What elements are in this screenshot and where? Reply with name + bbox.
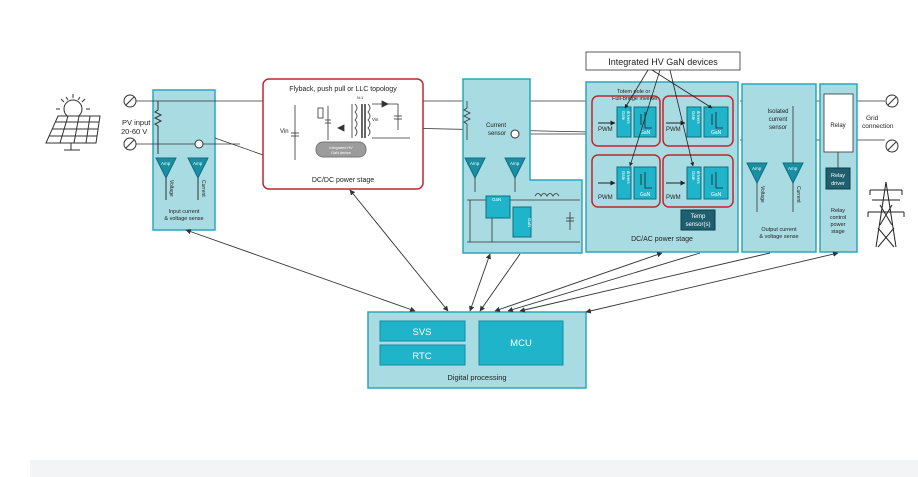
grid-label-2: connection (862, 123, 894, 130)
dcdc-vin-label: Vin (280, 129, 289, 135)
gan-label-3: GaN (640, 192, 651, 198)
dcac-stage-label: DC/AC power stage (631, 236, 693, 243)
pwm-label-3: PWM (598, 195, 613, 201)
drivers-label-2: drivers (696, 111, 701, 124)
pv-input-range: 20-60 V (121, 127, 147, 136)
rtc-label: RTC (412, 351, 431, 362)
pwm-label-1: PWM (598, 127, 613, 133)
control-arrows (185, 189, 839, 314)
relay-label: Relay (830, 123, 845, 129)
dcdc-circuit (291, 100, 410, 160)
cs-amp-label-2: Amp (510, 161, 520, 166)
dcac-topology-line2: Full-bridge inverter (612, 96, 658, 102)
dcdc-turns-ratio: N:1 (357, 95, 364, 100)
dcdc-topology-label: Flyback, push pull or LLC topology (289, 86, 397, 93)
current-sensor-block: Current sensor Amp Amp GaN GaN (462, 78, 583, 254)
solar-panel-icon (45, 94, 101, 151)
pv-input-label: PV input (122, 118, 151, 127)
input-sense-title-2: & voltage sense (164, 216, 203, 222)
grid-label-1: Grid (866, 115, 879, 122)
input-amp-label-2: Amp (193, 161, 203, 166)
gate-label-4: Gate (691, 171, 696, 181)
drivers-label-3: drivers (626, 171, 631, 184)
gan-cell-bottom-left: PWM Gate drivers GaN (591, 154, 661, 208)
gan-cell-top-right: PWM Gate drivers GaN (662, 95, 734, 147)
pwm-label-2: PWM (666, 127, 681, 133)
input-amp-label-1: Amp (161, 161, 171, 166)
relay-driver-line1: Relay (831, 173, 845, 179)
output-sense-title-1: Output current (761, 227, 797, 233)
drivers-label-1: drivers (626, 111, 631, 124)
grid-terminal-1 (885, 94, 899, 108)
dcdc-stage-label: DC/DC power stage (312, 177, 374, 184)
out-voltage-label: Voltage (759, 186, 765, 203)
digital-processing-block: SVS RTC MCU Digital processing (367, 311, 587, 389)
relay-block: Relay Relay driver Relay control power s… (819, 83, 858, 253)
gate-label-3: Gate (621, 171, 626, 181)
gan-callout-label: Integrated HV GaN devices (608, 57, 718, 67)
output-sense-block: Isolated current sensor Amp Amp Voltage … (741, 83, 817, 253)
relay-title-3: power (831, 222, 846, 228)
output-sense-title-2: & voltage sense (759, 234, 798, 240)
gan-callout: Integrated HV GaN devices (585, 51, 741, 167)
input-current-label: Current (200, 180, 206, 197)
iso-sensor-line1: Isolated (767, 109, 788, 115)
input-sense-title-1: Input current (169, 209, 200, 215)
input-voltage-label: Voltage (168, 180, 174, 197)
gan-cell-bottom-right: PWM Gate drivers GaN (662, 154, 734, 208)
dcdc-vout-label: Vin (372, 117, 379, 122)
gan-label-2: GaN (711, 130, 722, 136)
temp-sensor-box: Temp sensor(s) (680, 209, 716, 231)
relay-title-1: Relay (831, 208, 845, 214)
temp-sensor-line1: Temp (691, 214, 706, 220)
dcdc-stage-block: Flyback, push pull or LLC topology DC/DC… (262, 78, 424, 190)
input-sense-block: Amp Amp Voltage Current Input current & … (152, 89, 216, 231)
transmission-tower-icon (867, 181, 905, 248)
relay-driver-line2: driver (831, 181, 845, 187)
drivers-label-4: drivers (696, 171, 701, 184)
cs-gan-label-1: GaN (492, 197, 501, 202)
out-amp-label-1: Amp (752, 166, 762, 171)
footer-band (30, 460, 918, 477)
relay-title-4: stage (831, 229, 844, 235)
gan-label-1: GaN (640, 130, 651, 136)
gate-label-1: Gate (621, 111, 626, 121)
svs-label: SVS (412, 327, 431, 338)
iso-sensor-line2: current (769, 117, 788, 123)
dcdc-gan-module-line2: GaN device (331, 151, 351, 155)
temp-sensor-line2: sensor(s) (685, 222, 710, 228)
pv-terminal-negative (123, 137, 137, 151)
gan-label-4: GaN (711, 192, 722, 198)
relay-title-2: control (830, 215, 847, 221)
cs-gan-label-2: GaN (527, 218, 532, 227)
iso-sensor-line3: sensor (769, 125, 787, 131)
cs-amp-label-1: Amp (470, 161, 480, 166)
gan-cell-top-left: PWM Gate drivers GaN (591, 95, 661, 147)
current-sensor-label-1: Current (486, 123, 506, 129)
mcu-label: MCU (510, 338, 532, 349)
dcdc-gan-module-line1: Integrated HV (329, 146, 353, 150)
grid-terminal-2 (885, 139, 899, 153)
gate-label-2: Gate (691, 111, 696, 121)
current-sensor-label-2: sensor (488, 131, 506, 137)
out-current-label: Current (795, 186, 801, 203)
out-amp-label-2: Amp (788, 166, 798, 171)
pv-terminal-positive (123, 94, 137, 108)
digital-title: Digital processing (447, 373, 506, 382)
dcac-topology-line1: Totem pole or (617, 89, 650, 95)
pwm-label-4: PWM (666, 195, 681, 201)
